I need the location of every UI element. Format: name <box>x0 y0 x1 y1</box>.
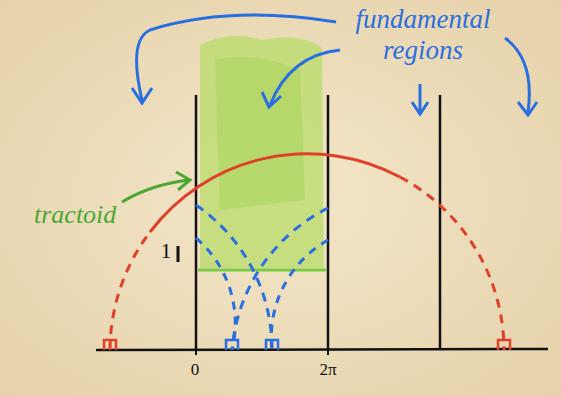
height-line <box>198 269 326 272</box>
red-geodesic <box>110 232 150 350</box>
leader-arrow <box>122 180 188 202</box>
tick <box>195 345 197 355</box>
blue-geodesic <box>271 240 328 350</box>
axis-value: 0 <box>180 360 210 380</box>
tick <box>327 345 329 355</box>
blue-geodesic <box>232 208 328 350</box>
red-geodesic <box>400 177 504 350</box>
boundary-axis <box>96 349 548 350</box>
axis-value: 2π <box>306 360 350 380</box>
arrowhead <box>132 88 152 103</box>
arrowhead <box>518 102 537 115</box>
red-geodesic <box>150 154 400 232</box>
vertical-geodesic <box>327 95 330 350</box>
leader-arrow <box>137 15 336 100</box>
leader-arrow <box>419 84 422 112</box>
tractoid-shade <box>215 57 305 210</box>
vertical-geodesic <box>439 95 442 350</box>
blue-geodesic <box>196 205 272 350</box>
right-angle-mark <box>498 340 510 350</box>
height-value: 1 <box>158 238 174 263</box>
tick <box>177 246 180 262</box>
arrowhead <box>412 102 428 114</box>
leader-arrow <box>262 92 281 107</box>
right-angle-mark <box>226 340 238 350</box>
region-callout: fundamental regions <box>338 4 508 66</box>
blue-geodesic <box>196 238 235 350</box>
vertical-geodesic <box>195 95 198 350</box>
tractoid-label: tractoid <box>34 200 144 230</box>
right-angle-mark <box>104 340 116 350</box>
leader-arrow <box>505 38 529 112</box>
arrowhead <box>176 172 190 190</box>
right-angle-mark <box>266 340 278 350</box>
tractoid-region <box>200 36 324 268</box>
